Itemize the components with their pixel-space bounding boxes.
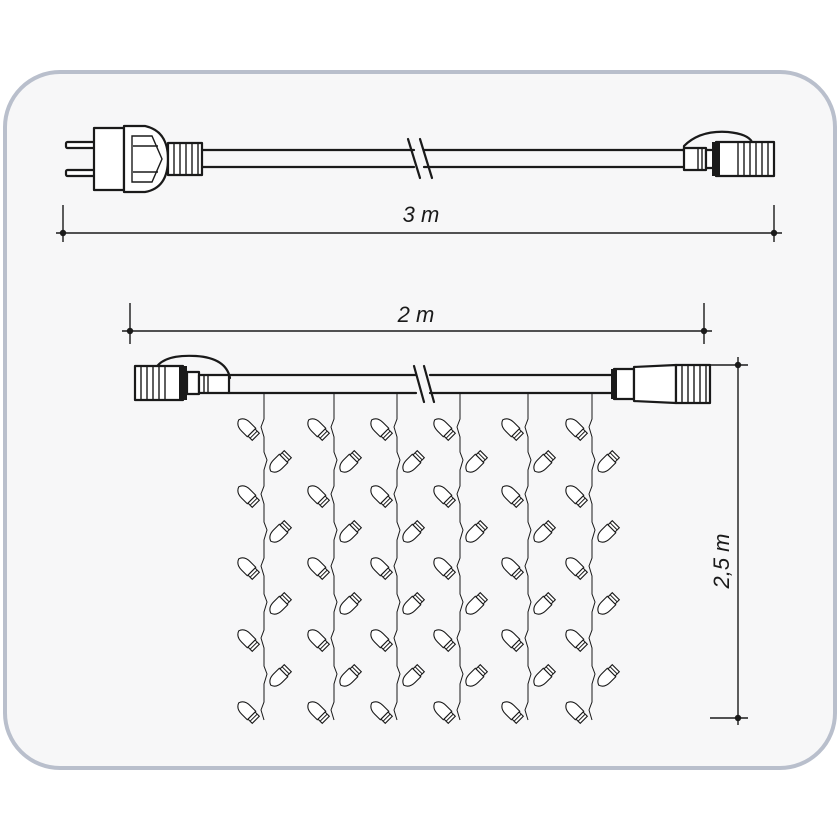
- led-bulb-icon: [370, 701, 394, 725]
- led-strand: [330, 394, 338, 721]
- curtain-width-dimension: 2 m: [122, 302, 712, 344]
- cable-break-mark: [412, 364, 436, 404]
- led-bulb-icon: [370, 485, 394, 509]
- led-bulb-icon: [565, 485, 589, 509]
- led-bulb-icon: [433, 701, 457, 725]
- led-bulb-icon: [307, 418, 331, 442]
- curtain-cable-line: [227, 373, 616, 395]
- led-bulb-icon: [565, 629, 589, 653]
- curtain-height-label: 2,5 m: [709, 533, 734, 589]
- led-bulb-icon: [465, 519, 489, 543]
- led-bulb-icon: [402, 519, 426, 543]
- supply-cable-line: [200, 148, 686, 169]
- led-bulb-icon: [339, 449, 363, 473]
- led-bulb-icon: [307, 701, 331, 725]
- led-bulb-icon: [565, 557, 589, 581]
- led-bulb-icon: [565, 701, 589, 725]
- led-bulb-icon: [533, 663, 557, 687]
- led-bulb-icon: [339, 591, 363, 615]
- led-bulb-icon: [501, 701, 525, 725]
- led-bulb-icon: [339, 519, 363, 543]
- led-bulb-icon: [433, 629, 457, 653]
- led-strand: [260, 394, 268, 721]
- led-bulb-icon: [465, 663, 489, 687]
- led-bulb-icon: [597, 519, 621, 543]
- led-bulb-icon: [237, 418, 261, 442]
- led-bulb-icon: [501, 557, 525, 581]
- led-bulb-icon: [370, 418, 394, 442]
- strand-wire: [260, 394, 268, 721]
- led-bulb-icon: [465, 591, 489, 615]
- euro-plug-icon: [92, 124, 204, 194]
- led-bulb-icon: [565, 418, 589, 442]
- led-strand: [456, 394, 464, 721]
- curtain-top-cable: [133, 354, 712, 405]
- led-bulb-icon: [533, 591, 557, 615]
- curtain-output-connector-icon: [611, 363, 712, 405]
- strand-wire: [456, 394, 464, 721]
- led-bulb-icon: [237, 629, 261, 653]
- led-strand: [393, 394, 401, 721]
- led-bulb-icon: [597, 663, 621, 687]
- cable-break-mark: [406, 137, 434, 180]
- led-bulb-icon: [269, 591, 293, 615]
- led-bulb-icon: [237, 557, 261, 581]
- strand-wire: [524, 394, 532, 721]
- led-strand: [588, 394, 596, 721]
- led-bulb-icon: [597, 449, 621, 473]
- cable-connector-icon: [682, 130, 776, 178]
- led-bulb-icon: [501, 485, 525, 509]
- led-bulb-icon: [402, 591, 426, 615]
- led-strands: [237, 394, 621, 725]
- led-bulb-icon: [501, 629, 525, 653]
- led-bulb-icon: [307, 629, 331, 653]
- led-bulb-icon: [433, 418, 457, 442]
- led-bulb-icon: [237, 485, 261, 509]
- supply-cable-dimension: 3 m: [56, 202, 782, 242]
- strand-wire: [393, 394, 401, 721]
- led-bulb-icon: [237, 701, 261, 725]
- led-bulb-icon: [402, 449, 426, 473]
- led-bulb-icon: [402, 663, 426, 687]
- curtain-input-connector-icon: [133, 354, 232, 402]
- led-bulb-icon: [433, 557, 457, 581]
- led-bulb-icon: [269, 663, 293, 687]
- led-bulb-icon: [370, 629, 394, 653]
- strand-wire: [330, 394, 338, 721]
- curtain-height-dimension: 2,5 m: [709, 357, 748, 725]
- strand-wire: [588, 394, 596, 721]
- led-bulb-icon: [307, 485, 331, 509]
- diagram-frame: [3, 70, 837, 770]
- led-bulb-icon: [269, 519, 293, 543]
- led-strand: [524, 394, 532, 721]
- led-bulb-icon: [533, 519, 557, 543]
- led-bulb-icon: [465, 449, 489, 473]
- led-bulb-icon: [370, 557, 394, 581]
- led-bulb-icon: [307, 557, 331, 581]
- led-bulb-icon: [269, 449, 293, 473]
- led-bulb-icon: [597, 591, 621, 615]
- curtain-width-label: 2 m: [397, 302, 435, 327]
- supply-cable: [64, 124, 776, 194]
- led-bulb-icon: [533, 449, 557, 473]
- led-bulb-icon: [433, 485, 457, 509]
- led-bulb-icon: [501, 418, 525, 442]
- led-bulb-icon: [339, 663, 363, 687]
- supply-cable-length-label: 3 m: [403, 202, 440, 227]
